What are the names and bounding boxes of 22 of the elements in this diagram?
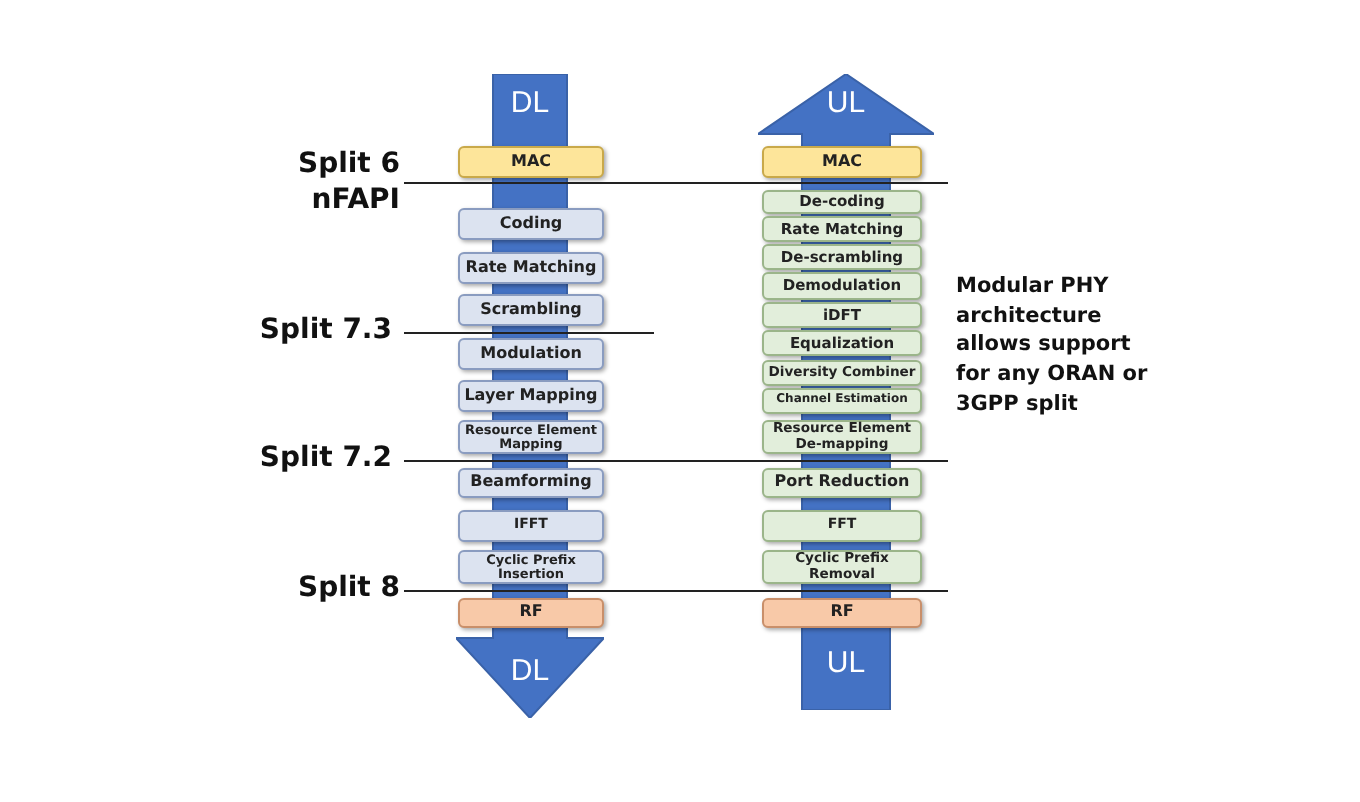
- process-block: RF: [762, 598, 922, 628]
- process-block: MAC: [458, 146, 604, 178]
- process-block: MAC: [762, 146, 922, 178]
- note-text: Modular PHY architecture allows support for any ORAN or 3GPP split: [956, 272, 1150, 419]
- process-block: Port Reduction: [762, 468, 922, 498]
- direction-arrow-band: [758, 74, 934, 710]
- direction-label: UL: [824, 86, 868, 120]
- process-block: Scrambling: [458, 294, 604, 326]
- process-block: Modulation: [458, 338, 604, 370]
- direction-label: UL: [824, 646, 868, 680]
- direction-arrow-band: [456, 74, 604, 718]
- split-label: Split 7.3: [257, 314, 392, 349]
- process-block: Coding: [458, 208, 604, 240]
- split-label: Split 7.2: [257, 442, 392, 477]
- direction-label: DL: [508, 86, 552, 120]
- direction-label: DL: [508, 654, 552, 688]
- process-block: Layer Mapping: [458, 380, 604, 412]
- split-label: Split 6 nFAPI: [295, 148, 400, 218]
- process-block: RF: [458, 598, 604, 628]
- process-block: Rate Matching: [458, 252, 604, 284]
- split-label: Split 8: [295, 572, 400, 607]
- process-block: Beamforming: [458, 468, 604, 498]
